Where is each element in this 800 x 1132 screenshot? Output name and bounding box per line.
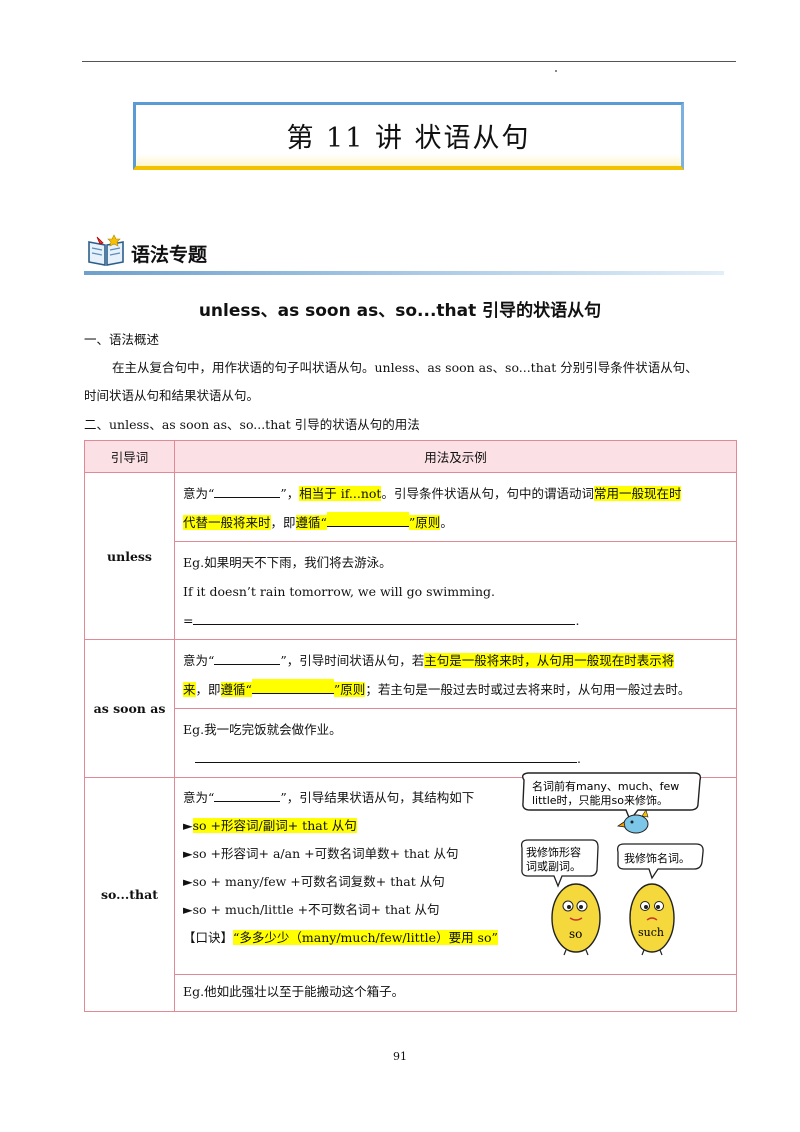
bullet-icon: ► [183,874,193,889]
table-row: unless 意为“”，相当于 if...not。引导条件状语从句，句中的谓语动… [84,472,737,640]
book-icon [88,234,124,266]
bubble-text: 名词前有many、much、few [532,779,679,793]
table-row: as soon as 意为“”，引导时间状语从句，若主句是一般将来时，从句用一般… [84,639,737,778]
part1-text-line1: 在主从复合句中，用作状语的句子叫状语从句。unless、as soon as、s… [112,360,698,375]
structure-4: so + much/little +不可数名词+ that 从句 [192,902,440,917]
bird-icon [616,809,649,834]
lecture-title: 第 11 讲 状语从句 [286,123,531,154]
svg-text:so: so [569,927,582,941]
tip-label: 【口诀】 [183,930,234,945]
table-header-row: 引导词 用法及示例 [84,440,737,473]
bubble-text: 我修饰形容 [526,845,581,859]
fill-blank[interactable] [214,483,281,498]
section-title: 语法专题 [131,244,208,266]
header-keyword: 引导词 [84,440,175,473]
table-row: Eg.我一吃完饭就会做作业。 . [85,708,737,778]
bullet-icon: ► [183,846,193,861]
structure-2: so +形容词+ a/an +可数名词单数+ that 从句 [192,846,459,861]
answer-line[interactable] [195,748,577,763]
assoonas-example-cell: Eg.我一吃完饭就会做作业。 . [174,708,737,778]
unless-example-cell: Eg.如果明天不下雨，我们将去游泳。 If it doesn’t rain to… [174,541,737,640]
bullet-icon: ► [183,902,193,917]
example-en: If it doesn’t rain tomorrow, we will go … [183,584,495,599]
bullet-icon: ► [183,818,193,833]
part1-text-line2: 时间状语从句和结果状语从句。 [84,388,260,403]
keyword-as-soon-as: as soon as [84,639,175,778]
such-character: such [629,883,675,956]
sothat-example-cell: Eg.他如此强壮以至于能搬动这个箱子。 [174,974,737,1012]
usage-table: 引导词 用法及示例 unless 意为“”，相当于 if...not。引导条件状… [84,440,737,1012]
assoonas-usage-cell: 意为“”，引导时间状语从句，若主句是一般将来时，从句用一般现在时表示将 来，即遵… [174,639,737,709]
svg-text:such: such [638,926,664,939]
section-rule [84,271,724,275]
speech-bubble [616,843,704,880]
part2-label: 二、unless、as soon as、so...that 引导的状语从句的用法 [84,417,420,432]
fill-blank[interactable] [251,679,334,694]
fill-blank[interactable] [214,650,281,665]
speech-bubble [520,839,599,888]
answer-line[interactable] [193,610,576,625]
speech-bubble [521,772,702,822]
part1-label: 一、语法概述 [84,332,160,347]
lecture-title-box: 第 11 讲 状语从句 [133,102,684,170]
structure-1: so +形容词/副词+ that 从句 [192,818,357,833]
bubble-text: 我修饰名词。 [624,851,690,865]
structure-3: so + many/few +可数名词复数+ that 从句 [192,874,445,889]
page-heading: unless、as soon as、so...that 引导的状语从句 [198,301,602,321]
page-number: 91 [393,1050,407,1063]
table-row: Eg.他如此强壮以至于能搬动这个箱子。 [85,974,737,1012]
header-rule [82,61,736,62]
example-cn: Eg.他如此强壮以至于能搬动这个箱子。 [183,984,405,999]
example-cn: Eg.我一吃完饭就会做作业。 [183,722,342,737]
table-row: Eg.如果明天不下雨，我们将去游泳。 If it doesn’t rain to… [85,541,737,640]
unless-usage-cell: 意为“”，相当于 if...not。引导条件状语从句，句中的谓语动词常用一般现在… [174,472,737,542]
header-dot [555,70,557,72]
fill-blank[interactable] [326,512,409,527]
tip-text: “多多少少（many/much/few/little）要用 so” [233,930,498,945]
so-character: so [551,883,601,956]
example-cn: Eg.如果明天不下雨，我们将去游泳。 [183,555,392,570]
keyword-so-that: so...that [84,777,175,1012]
bubble-text: little时，只能用so来修饰。 [532,793,668,807]
bubble-text: 词或副词。 [526,860,581,873]
so-such-cartoon: 名词前有many、much、few little时，只能用so来修饰。 我修饰形… [520,772,704,956]
keyword-unless: unless [84,472,175,640]
fill-blank[interactable] [214,787,281,802]
header-usage: 用法及示例 [174,440,737,473]
